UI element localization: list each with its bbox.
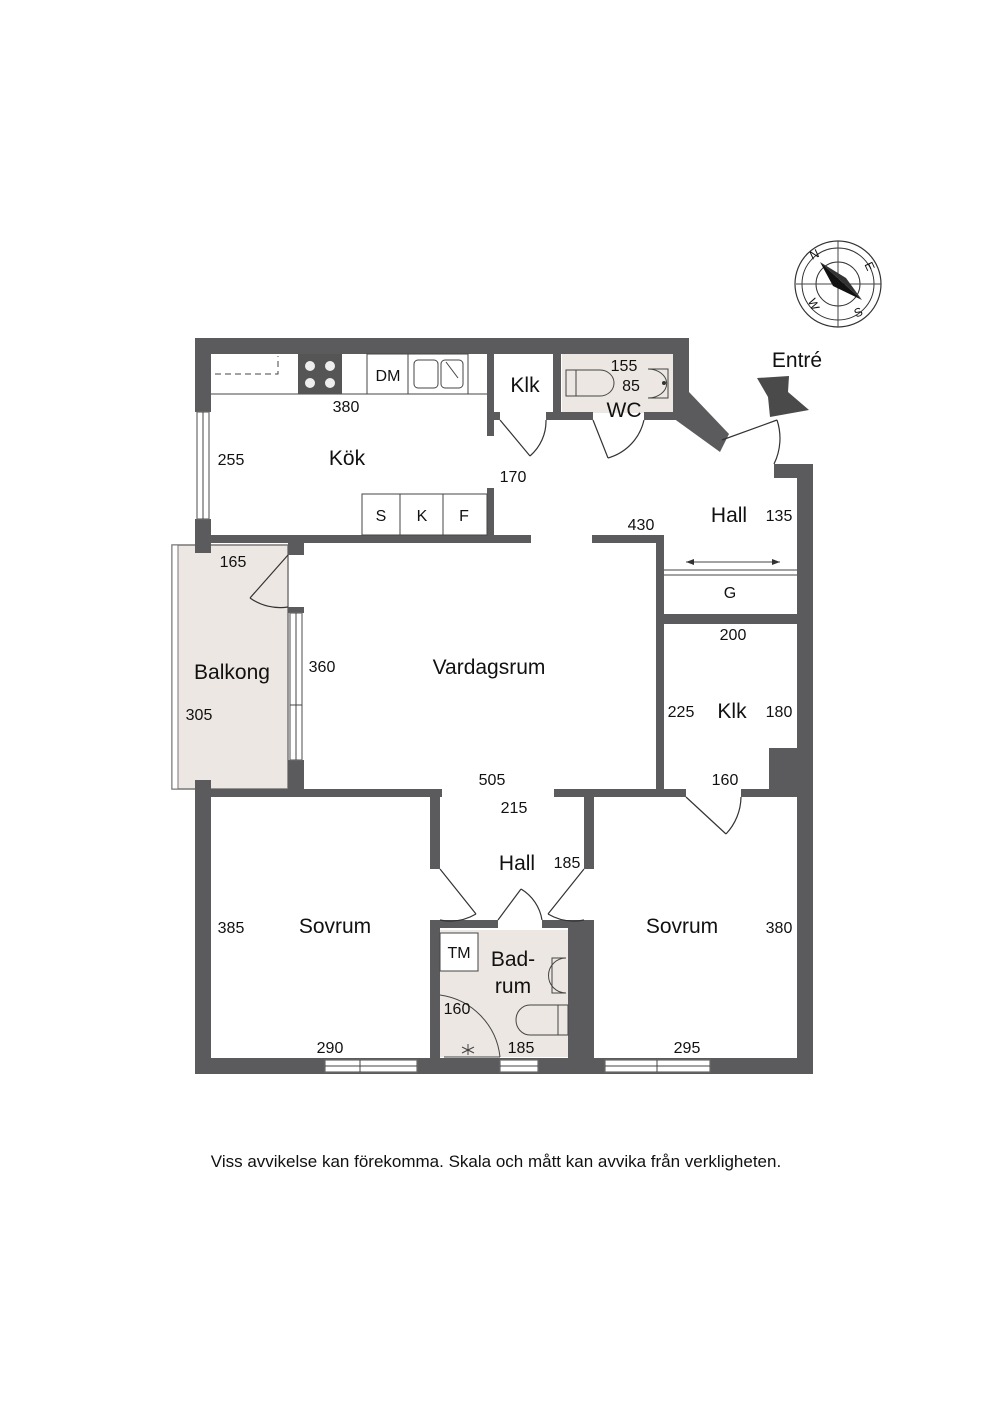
dim-hall-215: 215 — [501, 800, 528, 817]
fixture-label-g: G — [724, 585, 736, 602]
room-label-kok: Kök — [329, 447, 366, 470]
room-label-klk-top: Klk — [510, 374, 540, 397]
room-label-sovrum-right: Sovrum — [646, 915, 718, 938]
shower-drain-icon — [461, 1044, 475, 1055]
room-label-sovrum-left: Sovrum — [299, 915, 371, 938]
compass-s: S — [852, 304, 865, 320]
sink — [407, 353, 469, 395]
fixture-label-dm: DM — [376, 368, 401, 385]
dim-sovrum-left-290: 290 — [317, 1040, 344, 1057]
dim-vardagsrum-505: 505 — [479, 772, 506, 789]
room-labels: Kök Klk WC Hall Vardagsrum Balkong Klk H… — [194, 374, 747, 998]
dim-balkong-165: 165 — [220, 554, 247, 571]
doors — [249, 419, 781, 922]
compass-e: E — [862, 260, 878, 273]
dim-klk-180: 180 — [766, 704, 793, 721]
stove — [298, 354, 342, 394]
wardrobe — [664, 559, 797, 576]
dim-sovrum-left-385: 385 — [218, 920, 245, 937]
dim-passage: 170 — [500, 469, 527, 486]
wc-floor — [562, 353, 673, 413]
fixture-label-k: K — [417, 508, 428, 525]
dim-kok-height: 255 — [218, 452, 245, 469]
compass-n: N — [807, 246, 821, 262]
fixture-label-f: F — [459, 508, 469, 525]
dim-badrum-185: 185 — [508, 1040, 535, 1057]
dimension-labels: 380 255 170 155 85 430 135 165 305 360 2… — [186, 358, 793, 1057]
dim-sovrum-right-380: 380 — [766, 920, 793, 937]
fixture-labels: DM S K F G TM — [376, 368, 737, 962]
dim-hall-135: 135 — [766, 508, 793, 525]
fixture-label-s: S — [376, 508, 387, 525]
balcony — [171, 544, 289, 790]
dim-klk-160: 160 — [712, 772, 739, 789]
compass-icon — [794, 240, 882, 328]
compass-w: W — [805, 296, 823, 313]
wc-fixtures — [565, 368, 669, 399]
washing-machine — [439, 932, 479, 972]
windows — [196, 411, 711, 1073]
dim-wc-85: 85 — [622, 378, 640, 395]
dim-hall-185: 185 — [554, 855, 581, 872]
fridge-freezer-row — [361, 493, 488, 536]
room-label-vardagsrum: Vardagsrum — [433, 656, 546, 679]
dim-klk-200: 200 — [720, 627, 747, 644]
bathroom-fixtures — [439, 932, 569, 1058]
room-label-hall-lower: Hall — [499, 852, 535, 875]
dim-badrum-160: 160 — [444, 1001, 471, 1018]
dim-sovrum-right-295: 295 — [674, 1040, 701, 1057]
dim-kok-width: 380 — [333, 399, 360, 416]
dim-hall-430: 430 — [628, 517, 655, 534]
room-label-badrum-1: Bad- — [491, 948, 535, 971]
room-label-klk-mid: Klk — [717, 700, 747, 723]
room-label-wc: WC — [607, 399, 642, 422]
room-label-balkong: Balkong — [194, 661, 270, 684]
dim-wc-155: 155 — [611, 358, 638, 375]
kitchen-fixtures — [211, 353, 488, 536]
dim-klk-225: 225 — [668, 704, 695, 721]
entrance-arrow-icon — [757, 376, 809, 417]
room-label-badrum-2: rum — [495, 975, 531, 998]
room-label-hall-upper: Hall — [711, 504, 747, 527]
dim-balkong-305: 305 — [186, 707, 213, 724]
entrance-label: Entré — [772, 349, 822, 372]
dim-vardagsrum-360: 360 — [309, 659, 336, 676]
disclaimer-text: Viss avvikelse kan förekomma. Skala och … — [210, 1152, 782, 1171]
fixture-label-tm: TM — [447, 945, 470, 962]
